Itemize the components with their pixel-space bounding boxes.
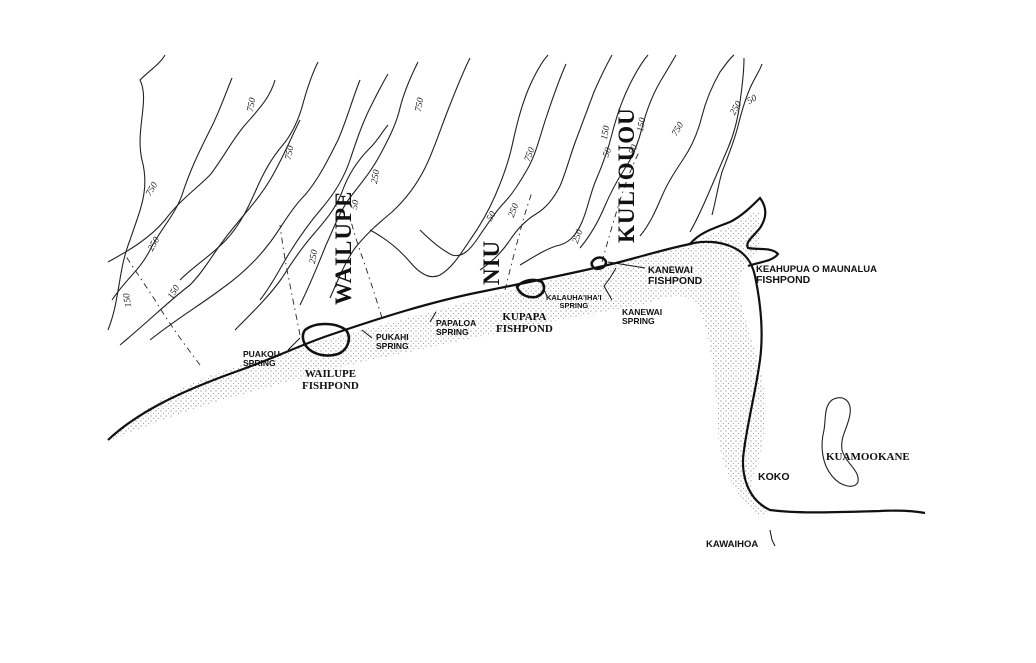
contour-line [107,79,276,263]
place-label-kuamookane: KUAMOOKANE [826,451,910,463]
elevation-label: 50 [350,199,362,211]
fishpond-label-keahupua-o-maunalua: KEAHUPUA O MAUNALUA FISHPOND [756,265,877,286]
contour-line [111,77,233,301]
fishpond-word: FISHPOND [756,273,811,286]
spring-name: KANEWAI [622,307,663,317]
contour-line [689,57,745,233]
contour-line [179,61,319,281]
kanewai-fishpond-outline [590,256,608,271]
spring-label-kanewai: KANEWAI SPRING [622,308,662,326]
contour-line [149,79,361,341]
spring-name: PUKAHI [376,332,409,342]
fishpond-name: KANEWAI [648,265,693,276]
stream-line [349,217,383,319]
fishpond-name: WAILUPE [304,368,357,380]
contour-line [234,124,389,331]
contour-line [519,54,649,266]
spring-word: SPRING [559,300,589,310]
contour-line [579,54,677,249]
stream-line [601,149,641,263]
contour-line [299,61,419,306]
contour-line [107,54,166,331]
leader-papaloa [429,311,437,323]
spring-name: PAPALOA [436,318,477,328]
spring-label-kalauhaihai: KALAUHA'IHA'I SPRING [546,294,602,310]
stream-line [124,254,201,366]
contour-line [119,119,301,346]
spring-label-pukahi: PUKAHI SPRING [376,333,409,351]
stream-line [279,224,301,336]
place-label-koko: KOKO [758,471,790,483]
fishpond-label-wailupe: WAILUPE FISHPOND [302,368,359,392]
contour-line [329,57,471,299]
wailupe-fishpond-outline [301,322,351,357]
fishpond-word: FISHPOND [648,274,703,287]
spring-label-papaloa: PAPALOA SPRING [436,319,476,337]
spring-word: SPRING [436,326,469,337]
fishpond-label-kanewai: KANEWAI FISHPOND [648,266,702,287]
spring-name: KALAUHA'IHA'I [546,293,602,302]
kupapa-fishpond-outline [515,278,546,299]
fishpond-word: FISHPOND [302,379,359,392]
spring-word: SPRING [243,357,276,368]
contour-line [639,54,735,237]
spring-label-puakou: PUAKOU SPRING [243,350,280,368]
spring-word: SPRING [376,340,409,351]
valley-label-niu: NIU [479,239,504,285]
contour-line [479,54,613,271]
inlet-shore [689,196,780,268]
kuamookane-outline [821,397,859,487]
leader-kanewai-spring [603,267,617,301]
fishpond-name: KUPAPA [502,311,547,323]
contour-line [259,73,389,301]
spring-name: PUAKOU [243,349,280,359]
fishpond-label-kupapa: KUPAPA FISHPOND [496,311,553,335]
leader-kalauhaihai [543,289,548,297]
contour-line [711,63,763,216]
contour-line [369,54,549,278]
fishpond-name: KEAHUPUA O MAUNALUA [756,264,878,275]
contour-line [419,63,567,257]
stream-line [504,191,533,291]
leader-puakou [287,337,301,351]
leader-kawaihoa [769,529,776,547]
spring-word: SPRING [622,315,655,326]
place-label-kawaihoa: KAWAIHOA [706,539,759,550]
reef-shading [110,210,772,515]
coastline [107,240,926,515]
leader-pukahi [361,329,373,339]
leader-kanewai-fishpond [607,261,646,269]
fishpond-word: FISHPOND [496,322,553,335]
